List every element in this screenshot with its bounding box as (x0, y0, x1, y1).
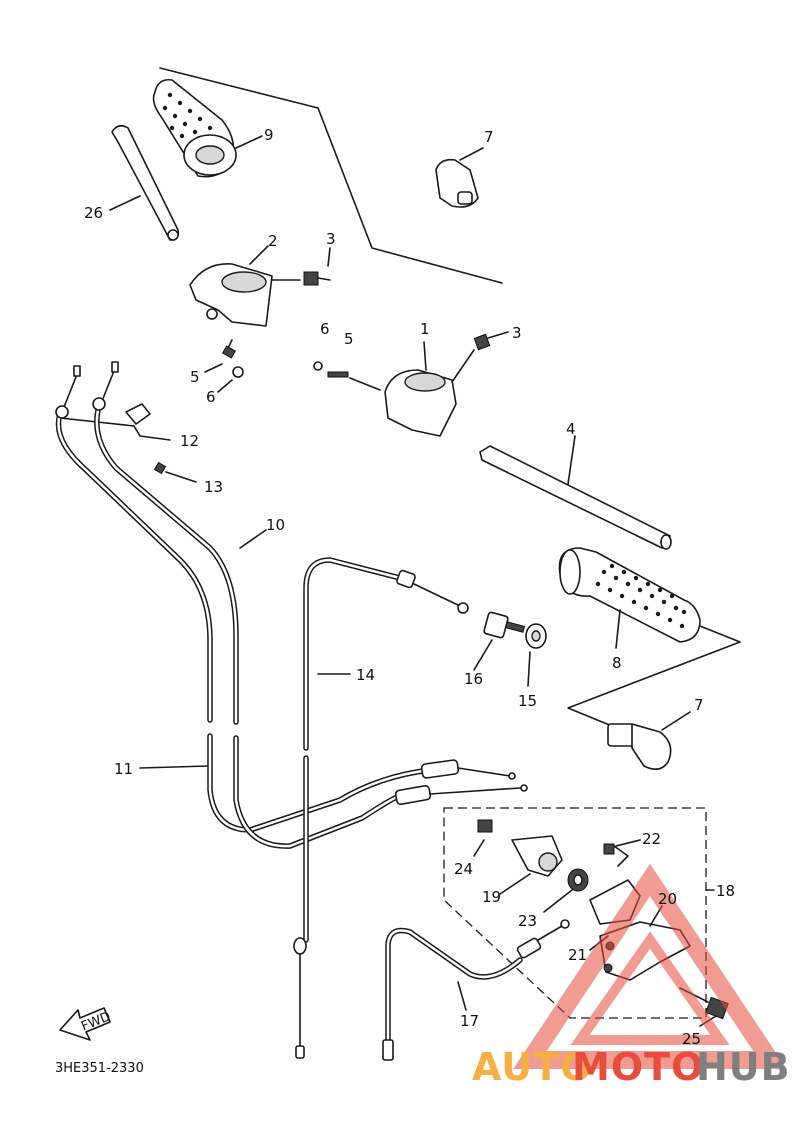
callout-23: 23 (518, 912, 537, 930)
watermark-moto: MOTO (572, 1045, 704, 1089)
callout-20: 20 (658, 890, 677, 908)
fwd-label: FWD (79, 1009, 113, 1034)
callout-5-left: 5 (190, 368, 200, 386)
left-grip (558, 547, 741, 727)
callout-24: 24 (454, 860, 473, 878)
diagram-code: 3HE351-2330 (55, 1061, 144, 1076)
lever-assembly-box (443, 807, 715, 1019)
callout-18: 18 (716, 882, 735, 900)
callout-17: 17 (460, 1012, 479, 1030)
throttle-tube (109, 124, 180, 241)
callout-21: 21 (568, 946, 587, 964)
callout-6-right: 6 (320, 320, 330, 338)
callout-14: 14 (356, 666, 375, 684)
throttle-housing (189, 245, 331, 393)
watermark-logo (513, 863, 787, 1069)
callout-26: 26 (84, 204, 103, 222)
handlebar (479, 435, 672, 550)
callout-7-bottom: 7 (694, 696, 704, 714)
callout-2: 2 (268, 232, 278, 250)
watermark-hub: HUB (696, 1045, 791, 1089)
callout-11: 11 (114, 760, 133, 778)
callout-9: 9 (264, 126, 274, 144)
callout-1: 1 (420, 320, 430, 338)
callout-19: 19 (482, 888, 501, 906)
callout-8: 8 (612, 654, 622, 672)
callout-12: 12 (180, 432, 199, 450)
clutch-cable (293, 557, 469, 1059)
callout-10: 10 (266, 516, 285, 534)
callout-7-top: 7 (484, 128, 494, 146)
fwd-arrow: FWD (59, 1007, 113, 1041)
switch-housing (313, 331, 509, 437)
callout-4: 4 (566, 420, 576, 438)
callout-labels: 1 2 3 3 4 5 5 6 6 7 7 8 9 10 11 12 13 14… (84, 126, 735, 1048)
callout-6-left: 6 (206, 388, 216, 406)
callout-13: 13 (204, 478, 223, 496)
cable-adjuster (473, 611, 547, 687)
grip-end-weight-top (435, 147, 484, 208)
callout-15: 15 (518, 692, 537, 710)
callout-5-right: 5 (344, 330, 354, 348)
callout-3-lower: 3 (512, 324, 522, 342)
callout-16: 16 (464, 670, 483, 688)
throttle-cables (55, 361, 528, 849)
throttle-grip (152, 67, 503, 284)
grip-end-weight-bottom (607, 711, 691, 770)
callout-22: 22 (642, 830, 661, 848)
starter-cable (382, 919, 570, 1061)
callout-3-upper: 3 (326, 230, 336, 248)
watermark-auto: AUTO (472, 1045, 593, 1089)
cable-clamp (59, 403, 197, 483)
callout-25: 25 (682, 1030, 701, 1048)
